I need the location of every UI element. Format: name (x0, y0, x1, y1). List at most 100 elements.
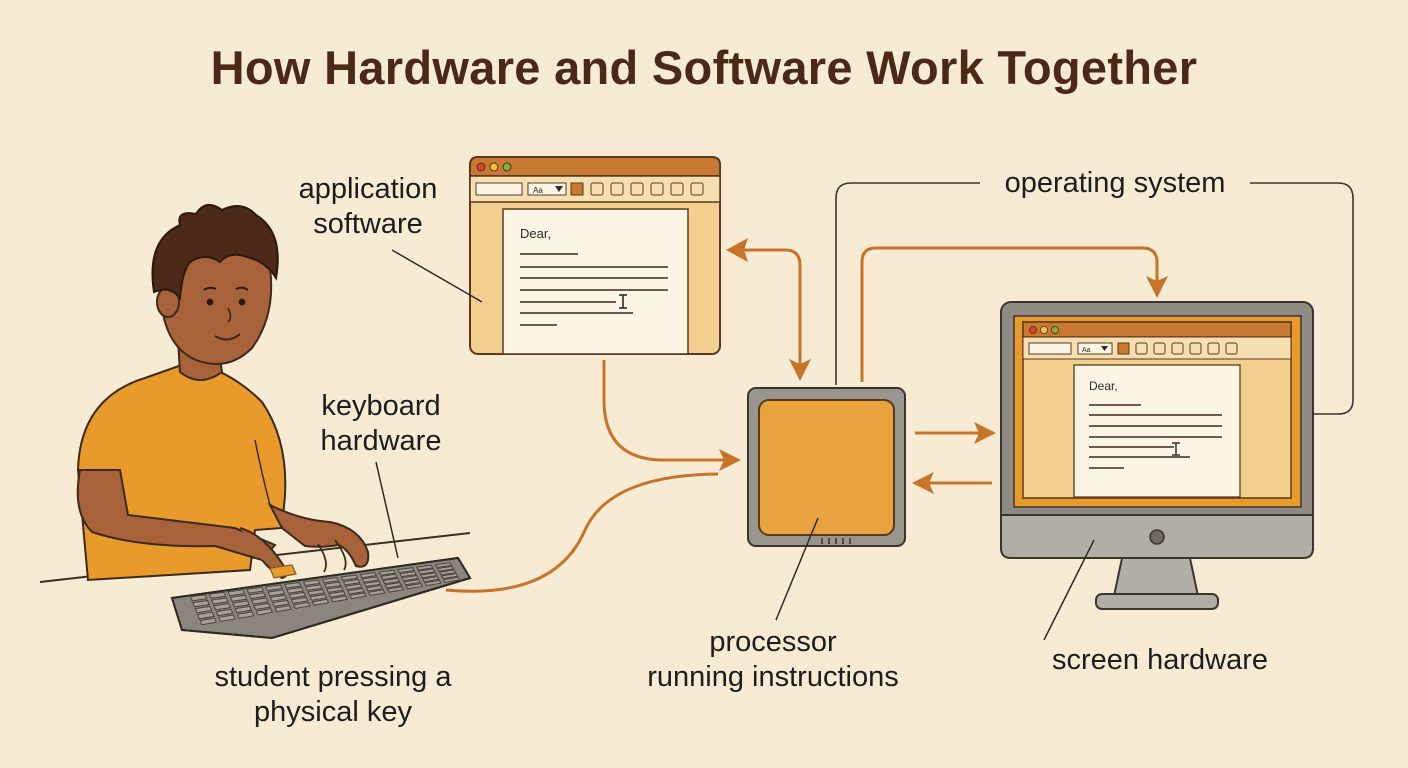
label-keyboard-line2: hardware (320, 425, 442, 457)
screen-label-pointer (1043, 539, 1095, 641)
keyboard-key (196, 611, 215, 620)
keyboard-key (438, 569, 457, 576)
label-keyboard-hardware: keyboard hardware (281, 389, 481, 459)
keyboard-key (272, 599, 290, 607)
keyboard-key (378, 569, 396, 576)
keyboard-key (401, 575, 419, 582)
keyboard-key (399, 571, 417, 578)
keyboard-key (248, 592, 267, 600)
label-application-line1: application (298, 173, 438, 205)
keyboard-key (234, 605, 253, 614)
keyboard-key (246, 586, 264, 594)
keyboard-key (397, 567, 415, 574)
label-application-software: application software (268, 172, 468, 242)
keyboard-key (311, 598, 330, 606)
processor-chip-icon (747, 387, 906, 547)
keyboard-key (290, 596, 309, 604)
keyboard-key (440, 573, 459, 580)
keyboard-key (229, 594, 248, 602)
screen-font-selector: Aa (1082, 347, 1091, 354)
keyboard-key (436, 565, 455, 572)
app-label-pointer (391, 249, 483, 303)
keyboard-key (386, 586, 405, 593)
keyboard-key (384, 582, 403, 589)
keyboard-key (403, 579, 421, 586)
keyboard-to-processor-arrow (445, 472, 719, 593)
app-window-icon: Aa Dear, (469, 156, 721, 355)
keyboard-key (363, 580, 382, 588)
keyboard-key (367, 589, 386, 596)
app-to-processor-arrow (602, 360, 741, 471)
person-icon (76, 203, 370, 582)
app-letter-greeting: Dear, (520, 226, 551, 241)
keyboard-key (424, 579, 442, 587)
app-arrowhead (726, 238, 748, 262)
keyboard-key (309, 593, 328, 601)
keyboard-key (321, 576, 340, 584)
keyboard-key (361, 576, 380, 583)
label-processor-line2: running instructions (647, 661, 899, 693)
keyboard-key (442, 576, 461, 583)
keyboard-key (323, 581, 342, 589)
label-processor-line1: processor (709, 626, 837, 658)
keyboard-key (267, 589, 286, 597)
keyboard-key (328, 590, 346, 598)
label-keyboard-line1: keyboard (321, 390, 441, 422)
keyboard-key (208, 591, 227, 599)
keyboard-key (265, 584, 283, 592)
font-selector: Aa (533, 186, 543, 195)
keyboard-icon (170, 556, 472, 640)
keyboard-key (288, 591, 307, 599)
keyboard-key (232, 600, 250, 608)
keyboard-key (218, 614, 236, 623)
keyboard-key (286, 586, 304, 594)
keyboard-key (380, 573, 398, 580)
keyboard-key (236, 611, 255, 619)
keyboard-key (420, 572, 438, 579)
processor-label-pointer (775, 517, 819, 621)
keyboard-key (434, 562, 453, 568)
keyboard-key (347, 587, 365, 595)
keyboard-key (194, 605, 213, 614)
keyboard-key (330, 595, 349, 603)
keyboard-key (305, 584, 323, 591)
label-student-line2: physical key (254, 696, 412, 728)
keyboard-key (302, 579, 321, 586)
keyboard-key (344, 583, 363, 590)
label-application-line2: software (313, 208, 423, 240)
keyboard-key (255, 608, 274, 616)
keyboard-key (227, 589, 246, 597)
keyboard-key (340, 574, 359, 581)
keyboard-key (422, 576, 440, 583)
keyboard-key (307, 589, 325, 596)
keyboard-key (365, 584, 384, 592)
keyboard-key (250, 597, 269, 605)
monitor-icon: Aa Dear, (1000, 301, 1314, 610)
keyboard-key (199, 617, 217, 626)
keyboard-key (284, 581, 302, 589)
label-student-line1: student pressing a (214, 661, 452, 693)
keyboard-key (293, 601, 311, 609)
keyboard-key (342, 579, 361, 586)
keyboard-key (192, 600, 210, 608)
keyboard-label-pointer (375, 461, 399, 559)
screen-letter-greeting: Dear, (1089, 379, 1118, 393)
app-processor-arrow (740, 248, 811, 381)
keyboard-key (359, 572, 378, 579)
keyboard-key (189, 594, 208, 602)
keyboard-key (349, 592, 367, 600)
label-operating-system: operating system (980, 166, 1250, 201)
keyboard-key (215, 608, 234, 617)
keyboard-key (326, 586, 344, 593)
keyboard-key (415, 564, 434, 571)
text-cursor-icon (619, 294, 627, 309)
processor-to-screen-arrow (860, 246, 1168, 382)
keyboard-key (210, 597, 229, 605)
diagram-title: How Hardware and Software Work Together (210, 41, 1198, 94)
keyboard-key (253, 602, 271, 611)
keyboard-key (417, 568, 436, 575)
keyboard-key (382, 577, 401, 585)
label-student: student pressing a physical key (178, 660, 488, 730)
